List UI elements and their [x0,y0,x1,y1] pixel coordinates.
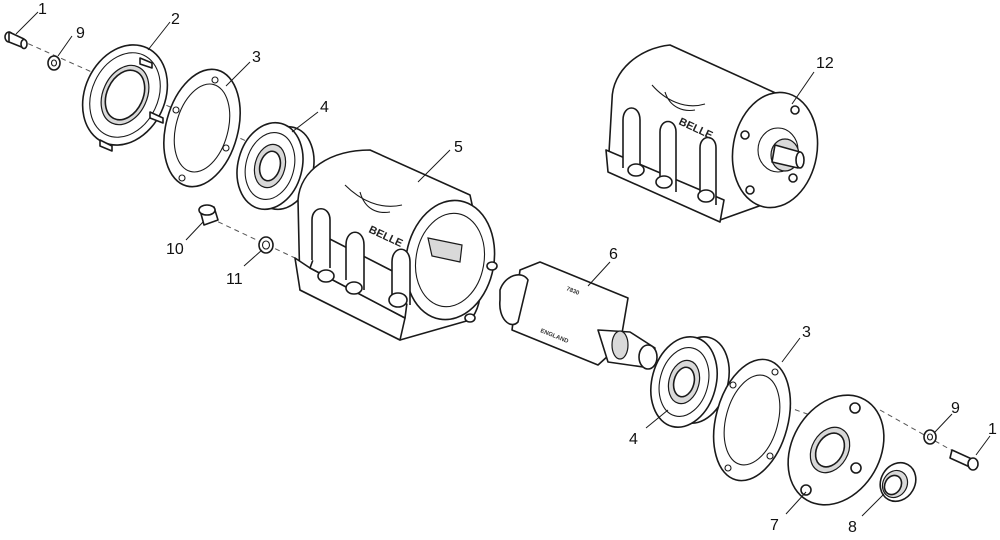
gearbox-housing: BELLE [294,149,498,341]
callout-1-right: 1 [988,421,997,438]
gasket-right [712,358,792,482]
callout-3-right: 3 [802,324,811,341]
drive-shaft: 7830 ENGLAND [499,261,658,370]
bearing-left [236,121,315,211]
callout-7: 7 [770,517,779,534]
callout-5: 5 [454,139,463,156]
bolt-right [949,449,979,471]
leader-lines [15,11,991,517]
shaft-stamp-a: 7830 [565,286,580,297]
callout-4-right: 4 [629,431,638,448]
callout-1-top: 1 [38,1,47,18]
callout-12: 12 [816,55,834,72]
callout-9-top: 9 [76,25,85,42]
callout-2: 2 [171,11,180,28]
plug-washer [258,236,274,254]
end-cover-right [787,394,885,506]
bearing-right [650,335,730,428]
callout-6: 6 [609,246,618,263]
assembled-gearbox: BELLE [605,44,819,223]
drain-plug [198,204,219,226]
callout-4-left: 4 [320,99,329,116]
callout-9-right: 9 [951,400,960,417]
callout-3-left: 3 [252,49,261,66]
callout-8: 8 [848,519,857,536]
callout-labels: 1 9 2 3 4 5 10 11 6 12 3 4 9 1 7 8 [38,1,997,536]
oil-seal [879,461,917,503]
bolt-top-left [4,31,28,50]
gasket-left [163,68,241,188]
washer-top-left [47,55,61,71]
callout-10: 10 [166,241,184,258]
washer-right [923,429,937,445]
bearing-cover-left [81,44,169,152]
callout-11: 11 [226,271,243,288]
